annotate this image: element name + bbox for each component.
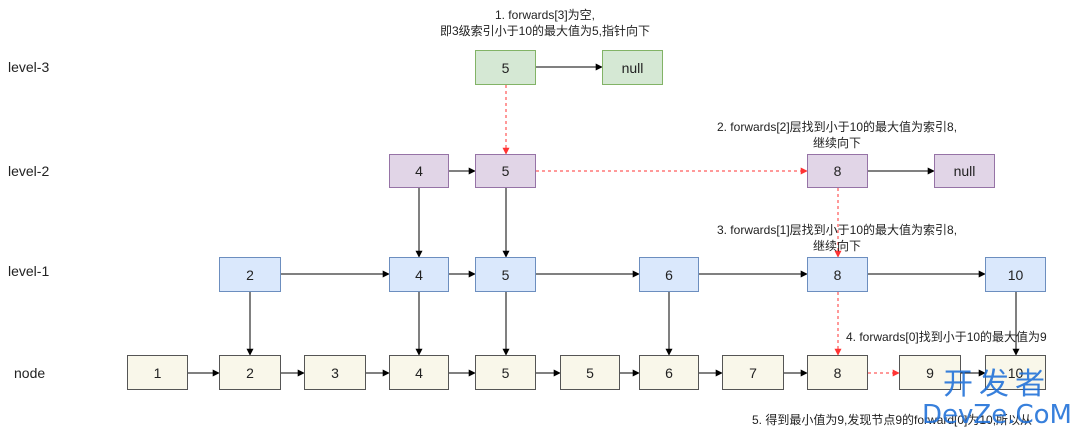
step-3-note: 3. forwards[1]层找到小于10的最大值为索引8, 继续向下 xyxy=(702,222,972,254)
level-1-node: 10 xyxy=(985,257,1046,292)
base-node: 1 xyxy=(127,355,188,390)
level-1-node: 2 xyxy=(219,257,281,292)
base-node: 8 xyxy=(807,355,868,390)
step-2-line-1: 2. forwards[2]层找到小于10的最大值为索引8, xyxy=(716,120,958,134)
base-node: 5 xyxy=(475,355,536,390)
level-2-node: 5 xyxy=(475,154,536,188)
step-1-note: 1. forwards[3]为空, 即3级索引小于10的最大值为5,指针向下 xyxy=(425,7,665,39)
base-node: 3 xyxy=(304,355,366,390)
level-3-node: 5 xyxy=(475,50,536,85)
node-level-label: node xyxy=(14,365,46,381)
level-2-node: 4 xyxy=(389,154,449,188)
step-2-note: 2. forwards[2]层找到小于10的最大值为索引8, 继续向下 xyxy=(702,119,972,151)
step-4-note: 4. forwards[0]找到小于10的最大值为9 xyxy=(846,330,1047,344)
base-node: 6 xyxy=(639,355,699,390)
base-node: 5 xyxy=(560,355,620,390)
base-node: 10 xyxy=(985,355,1046,390)
level-1-label: level-1 xyxy=(8,263,50,279)
base-node: 9 xyxy=(899,355,961,390)
level-3-label: level-3 xyxy=(8,59,50,75)
step-5-note: 5. 得到最小值为9,发现节点9的forward[0]为10,所以从 xyxy=(752,413,1033,427)
step-2-line-2: 继续向下 xyxy=(812,136,861,150)
level-1-node: 8 xyxy=(807,257,868,292)
level-1-node: 4 xyxy=(389,257,449,292)
level-1-node: 5 xyxy=(475,257,536,292)
step-1-line-1: 1. forwards[3]为空, xyxy=(494,8,596,22)
level-3-null-node: null xyxy=(602,50,663,85)
watermark-en: DevZe.CoM xyxy=(922,400,1072,430)
step-1-line-2: 即3级索引小于10的最大值为5,指针向下 xyxy=(439,24,651,38)
watermark-cn: 开发者 xyxy=(943,367,1051,402)
level-2-node: 8 xyxy=(807,154,868,188)
base-node: 2 xyxy=(219,355,281,390)
watermark-logo: 开发者 DevZe.CoM xyxy=(922,367,1072,430)
step-3-line-2: 继续向下 xyxy=(812,239,861,253)
step-3-line-1: 3. forwards[1]层找到小于10的最大值为索引8, xyxy=(716,223,958,237)
level-2-null-node: null xyxy=(934,154,995,188)
level-2-label: level-2 xyxy=(8,163,50,179)
base-node: 7 xyxy=(722,355,784,390)
level-1-node: 6 xyxy=(639,257,699,292)
base-node: 4 xyxy=(389,355,449,390)
